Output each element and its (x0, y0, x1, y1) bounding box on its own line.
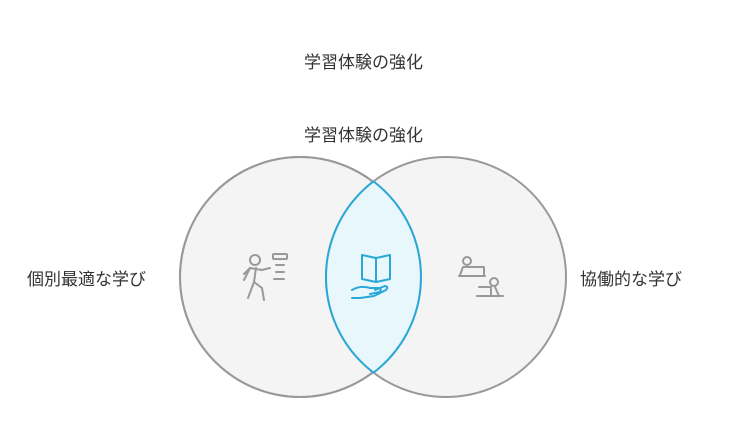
left-circle-label: 個別最適な学び (27, 270, 146, 290)
intersection (325, 157, 420, 397)
book-in-hand-icon (351, 254, 391, 299)
diagram-title: 学習体験の強化 (304, 53, 423, 73)
right-circle-label: 協働的な学び (580, 270, 682, 290)
intersection-edge (372, 180, 422, 374)
running-person-icon (243, 253, 288, 301)
people-at-laptops-icon (458, 256, 504, 297)
intersection-label: 学習体験の強化 (304, 126, 423, 146)
